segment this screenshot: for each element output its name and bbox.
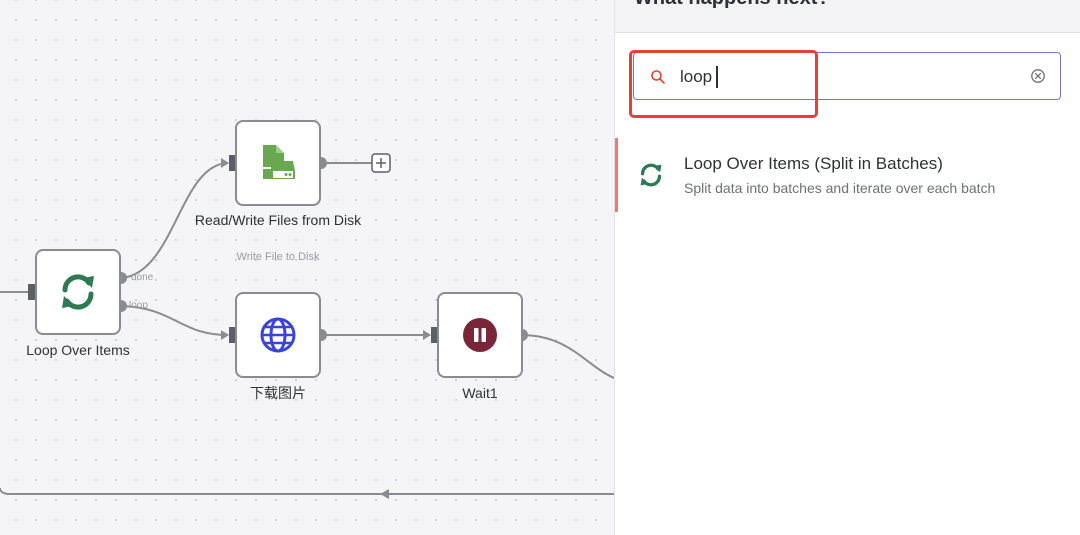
search-box[interactable] <box>633 52 1061 100</box>
input-port-loop <box>28 284 36 300</box>
return-arrow-icon <box>380 489 389 499</box>
node-creator-panel: What happens next? Loop Over Items (Spli… <box>614 0 1080 535</box>
node-title-wait1: Wait1 <box>462 385 498 401</box>
node-title-loop-over-items: Loop Over Items <box>26 342 130 358</box>
input-port-wait <box>431 327 439 343</box>
pause-icon <box>463 318 497 352</box>
text-caret <box>716 66 718 88</box>
search-icon <box>651 70 665 84</box>
panel-header: What happens next? <box>615 0 1080 33</box>
node-download-image[interactable] <box>235 292 321 378</box>
edge-loop-to-download <box>121 305 229 336</box>
panel-title: What happens next? <box>634 0 830 10</box>
input-port-readwrite <box>229 155 237 171</box>
loop-icon <box>62 274 94 310</box>
search-result-description: Split data into batches and iterate over… <box>684 180 996 196</box>
edge-wait-out <box>522 334 614 379</box>
node-wait1[interactable] <box>437 292 523 378</box>
node-loop-over-items[interactable] <box>35 249 121 335</box>
search-result-item[interactable]: Loop Over Items (Split in Batches) Split… <box>615 138 1080 212</box>
edge-return-loop <box>0 487 614 495</box>
add-node-plus-icon <box>371 153 391 173</box>
loop-icon <box>640 163 662 187</box>
arrow-download-icon <box>221 330 229 340</box>
arrow-wait-icon <box>423 330 431 340</box>
node-title-download-image: 下载图片 <box>250 385 306 401</box>
port-label-loop: loop <box>129 300 148 311</box>
globe-icon <box>260 317 296 353</box>
arrow-readwrite-icon <box>221 158 229 168</box>
file-disk-icon <box>263 145 295 179</box>
input-port-download <box>229 327 237 343</box>
node-read-write-files[interactable] <box>235 120 321 206</box>
search-result-title: Loop Over Items (Split in Batches) <box>684 154 943 173</box>
search-input[interactable] <box>680 65 1010 89</box>
clear-search-icon[interactable] <box>1030 68 1046 84</box>
node-subtitle-read-write-files: Write File to Disk <box>236 251 320 263</box>
node-title-read-write-files: Read/Write Files from Disk <box>194 212 362 228</box>
workflow-canvas[interactable]: done loop Loop Over Items Read/Write Fil… <box>0 0 614 535</box>
port-label-done: done <box>131 272 154 283</box>
edge-done-to-readwrite <box>121 162 229 279</box>
